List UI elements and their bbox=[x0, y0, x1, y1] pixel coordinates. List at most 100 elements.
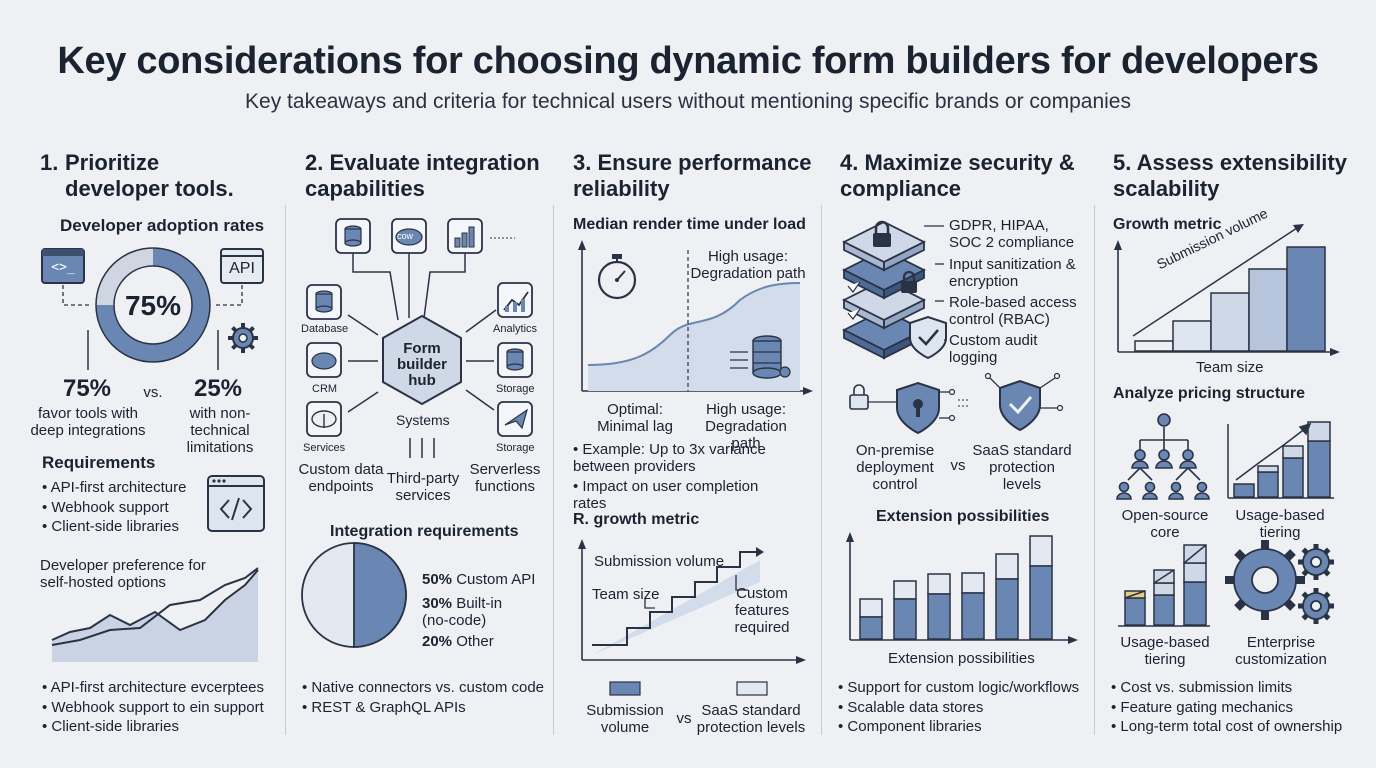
page-title: Key considerations for choosing dynamic … bbox=[57, 40, 1319, 82]
cloud-icon bbox=[391, 218, 427, 254]
node-storage: Storage bbox=[496, 383, 535, 395]
list-item: Impact on user completion rates bbox=[573, 478, 783, 512]
extension-bars bbox=[859, 535, 1053, 640]
node-database: Database bbox=[301, 323, 349, 335]
growth-bar bbox=[1172, 320, 1212, 352]
list-item: Component libraries bbox=[838, 717, 1079, 737]
extension-bar bbox=[1029, 565, 1053, 640]
custom-endpoints-label: Custom data endpoints bbox=[298, 461, 384, 495]
col1-bullets: API-first architecture evcerptees Webhoo… bbox=[42, 678, 264, 737]
onpremise-vault-icon bbox=[849, 381, 956, 435]
legend-right-label: SaaS standard protection levels bbox=[696, 702, 806, 736]
onprem-label: On-premise deployment control bbox=[855, 442, 935, 493]
col2-bullets: Native connectors vs. custom code REST &… bbox=[302, 678, 544, 717]
legend-left-label: Submission volume bbox=[586, 702, 664, 736]
org-tree-icon bbox=[1116, 413, 1210, 500]
saas-shield-icon bbox=[984, 372, 1064, 432]
code-window-icon bbox=[207, 475, 265, 532]
terminal-icon bbox=[41, 248, 85, 284]
security-item: Custom audit logging bbox=[949, 332, 1038, 366]
terminal-glyph: <>_ bbox=[51, 260, 75, 275]
open-source-label: Open-source core bbox=[1121, 507, 1209, 541]
list-item: REST & GraphQL APIs bbox=[302, 698, 544, 718]
col3-heading: 3. Ensure performance reliability bbox=[573, 150, 812, 201]
col4-bullets: Support for custom logic/workflows Scala… bbox=[838, 678, 1079, 737]
col1-requirements-list: API-first architecture Webhook support C… bbox=[42, 478, 187, 537]
extension-bar bbox=[927, 593, 951, 640]
growth-bars bbox=[1134, 246, 1326, 352]
legend-swatch-light bbox=[736, 681, 768, 696]
storage-icon bbox=[497, 342, 533, 378]
list-item: Example: Up to 3x variance between provi… bbox=[573, 441, 783, 475]
list-item: Client-side libraries bbox=[42, 517, 186, 537]
onprem-vs: vs bbox=[950, 457, 966, 474]
column-divider bbox=[553, 205, 554, 735]
usage-tiering-label: Usage-based tiering bbox=[1235, 507, 1325, 541]
list-item: Webhook support bbox=[42, 498, 186, 518]
stat-left-label: favor tools with deep integrations bbox=[30, 405, 146, 439]
column-divider bbox=[1094, 205, 1095, 735]
col5-heading: 5. Assess extensibility scalability bbox=[1113, 150, 1347, 201]
hub-hexagon bbox=[382, 314, 462, 406]
trend-chart-icon bbox=[497, 282, 533, 318]
usage-tiering-chart bbox=[1118, 544, 1210, 627]
col3-bullets: Example: Up to 3x variance between provi… bbox=[573, 441, 783, 512]
growth-bar bbox=[1134, 340, 1174, 352]
node-systems: Systems bbox=[396, 412, 450, 428]
node-services: Services bbox=[303, 442, 346, 454]
cloud-upload-icon bbox=[306, 401, 342, 437]
submission-volume-label: Submission volume bbox=[594, 553, 725, 570]
stat-right-label: with non-technical limitations bbox=[186, 405, 254, 456]
pie-legend-item: 50% Custom API bbox=[422, 571, 536, 588]
col4-heading: 4. Maximize security & compliance bbox=[840, 150, 1075, 201]
list-item: Feature gating mechanics bbox=[1111, 698, 1342, 718]
list-item: Scalable data stores bbox=[838, 698, 1079, 718]
hub-label: Form builder hub bbox=[396, 340, 447, 389]
extension-bar bbox=[961, 592, 985, 640]
gear-icon bbox=[228, 323, 258, 353]
api-window-icon bbox=[220, 248, 264, 284]
render-chart-title: Median render time under load bbox=[573, 216, 806, 233]
col1-heading: Prioritize developer tools. bbox=[65, 150, 234, 201]
pricing-title: Analyze pricing structure bbox=[1113, 385, 1306, 402]
extension-bar bbox=[995, 578, 1019, 640]
col1-heading-number: 1. bbox=[40, 150, 59, 175]
crm-cloud-icon bbox=[306, 342, 342, 378]
shield-check-icon bbox=[909, 315, 947, 360]
extension-axis-label: Extension possibilities bbox=[888, 650, 1035, 667]
security-stack-icon bbox=[841, 220, 927, 360]
donut-arc bbox=[96, 248, 210, 362]
col2-heading: 2. Evaluate integration capabilities bbox=[305, 150, 540, 201]
col5-bullets: Cost vs. submission limits Feature gatin… bbox=[1111, 678, 1342, 737]
growth-bar bbox=[1248, 268, 1288, 352]
pie-slice-custom-api bbox=[353, 542, 407, 648]
security-item: Input sanitization & encryption bbox=[949, 256, 1076, 290]
list-item: Support for custom logic/workflows bbox=[838, 678, 1079, 698]
extension-title: Extension possibilities bbox=[876, 508, 1050, 525]
custom-features-label: Custom features required bbox=[734, 585, 790, 636]
team-size-axis: Team size bbox=[1196, 359, 1264, 376]
growth-bar bbox=[1210, 292, 1250, 352]
node-crm: CRM bbox=[312, 383, 338, 395]
extension-bar bbox=[859, 616, 883, 640]
pie-legend-item: 30% Built-in (no-code) bbox=[422, 595, 503, 629]
security-item: GDPR, HIPAA, SOC 2 compliance bbox=[949, 217, 1075, 251]
growth-bar bbox=[1286, 246, 1326, 352]
usage-tiering-chart bbox=[1227, 421, 1334, 499]
extension-bar bbox=[893, 598, 917, 640]
cloud-icon-label: cow bbox=[397, 231, 414, 241]
node-storage: Storage bbox=[496, 442, 535, 454]
integration-title: Integration requirements bbox=[330, 523, 519, 540]
column-divider bbox=[285, 205, 286, 735]
col1-requirements-title: Requirements bbox=[42, 453, 156, 472]
database-icon bbox=[306, 284, 342, 320]
growth-metric-title: R. growth metric bbox=[573, 511, 700, 528]
lock-icon bbox=[901, 270, 917, 293]
page-subtitle: Key takeaways and criteria for technical… bbox=[245, 90, 1131, 113]
legend-swatch-dark bbox=[609, 681, 641, 696]
donut-center-value: 75% bbox=[124, 290, 182, 321]
security-item: Role-based access control (RBAC) bbox=[949, 294, 1077, 328]
